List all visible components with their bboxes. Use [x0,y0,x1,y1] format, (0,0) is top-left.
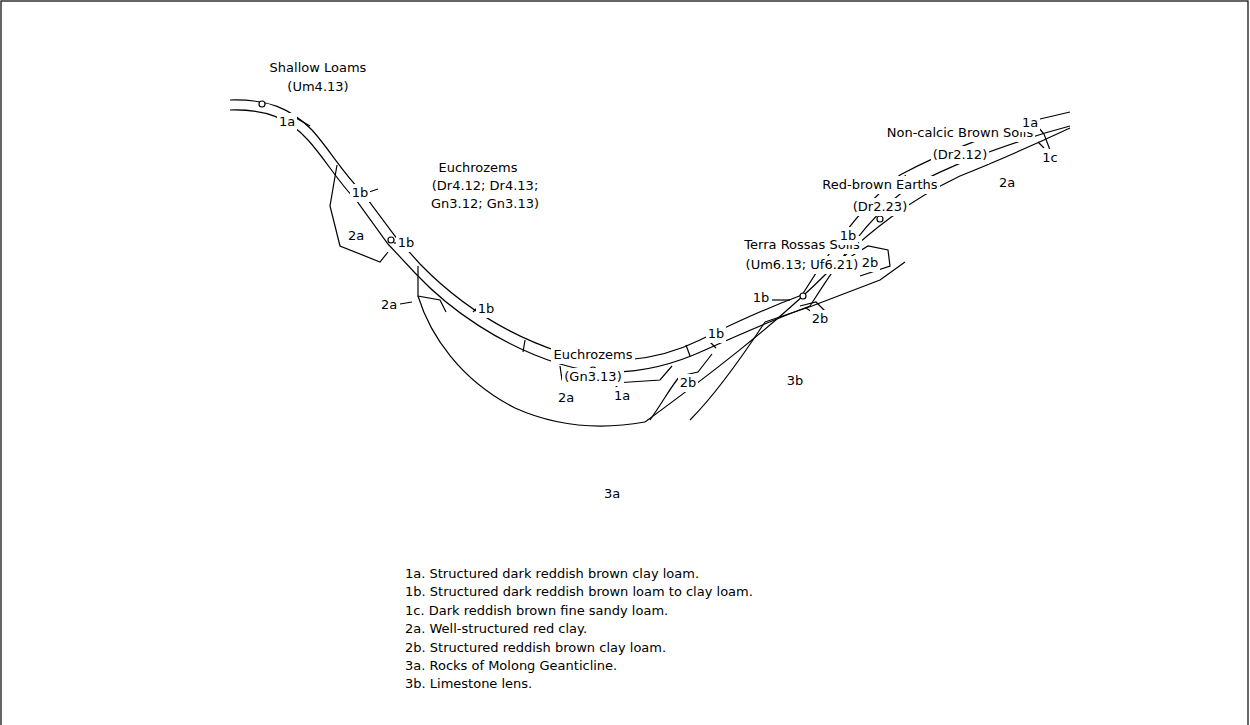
soil-group-name: Non-calcic Brown Soils [885,124,1036,142]
site-marker [388,237,394,243]
callout-number: 2a [997,174,1017,192]
callout-number: 1b [396,234,417,252]
soil-group-name: Euchrozems [551,346,634,364]
callout-number: 2a [556,389,576,407]
soil-code: (Gn3.13) [562,368,623,386]
callout-number: 2a [346,227,366,245]
soil-code: (Dr2.23) [851,198,909,216]
soil-group-name: Shallow Loams [268,59,369,77]
clay-boundary [690,322,765,420]
callout-number: 2a [379,296,399,314]
topsoil-base [230,110,1070,372]
callout-number: 2b [810,310,831,328]
clay-boundary [650,354,712,420]
leader-line [772,299,790,300]
legend-line: 3a. Rocks of Molong Geanticline. [403,657,619,675]
callout-number: 2b [860,254,881,272]
leader-line [296,118,310,126]
callout-number: 1a [612,387,632,405]
legend-line: 3b. Limestone lens. [403,675,534,693]
legend-line: 1a. Structured dark reddish brown clay l… [403,565,701,583]
callout-number: 1b [706,325,727,343]
callout-number: 1b [476,300,497,318]
clay-boundary [330,165,388,262]
soil-group-name: Red-brown Earths [820,176,939,194]
callout-number: 1c [1040,149,1059,167]
rock-unit-label: 3a [602,485,622,503]
leader-line [369,189,378,192]
callout-number: 1b [350,184,371,202]
clay-boundary [418,296,645,426]
callout-number: 1b [838,227,859,245]
soil-code: (Dr2.12) [931,146,989,164]
legend-line: 1c. Dark reddish brown fine sandy loam. [403,602,670,620]
site-marker [800,293,806,299]
callout-number: 1a [1020,114,1040,132]
rock-boundary [645,128,1070,422]
soil-code: (Um4.13) [285,78,350,96]
leader-line [1038,142,1044,148]
callout-number: 3b [785,372,806,390]
legend-line: 2a. Well-structured red clay. [403,620,589,638]
legend-line: 1b. Structured dark reddish brown loam t… [403,583,755,601]
legend-line: 2b. Structured reddish brown clay loam. [403,639,668,657]
leader-line [400,302,412,304]
unit-boundary [523,340,525,352]
ground-surface [230,100,1070,360]
callout-number: 2b [678,374,699,392]
site-marker [877,216,883,222]
callout-number: 1a [277,113,297,131]
site-marker [259,101,265,107]
callout-number: 1b [751,289,772,307]
soil-code: (Dr4.12; Dr4.13; Gn3.12; Gn3.13) [408,177,562,213]
soil-group-name: Euchrozems [436,159,519,177]
unit-boundary [686,345,690,356]
clay-boundary [418,266,446,312]
soil-code: (Um6.13; Uf6.21) [744,256,861,274]
